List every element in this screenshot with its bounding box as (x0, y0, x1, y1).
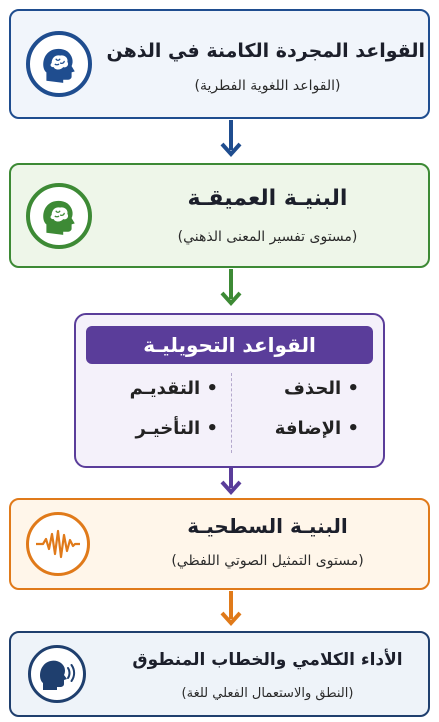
rule-item-preposing: • التقديـم (129, 378, 218, 399)
brain-head-icon (43, 48, 75, 83)
arrow-down-4 (218, 591, 244, 631)
rule-item-postposing: • التأخيـر (135, 418, 218, 439)
deep-structure-icon-circle (26, 183, 92, 249)
abstract-rules-subtitle: (القواعد اللغوية الفطرية) (194, 78, 341, 94)
deep-structure-title: البنيـة العميقـة (187, 186, 348, 211)
sound-wave-icon (36, 529, 80, 559)
transformational-rules-divider (231, 373, 232, 453)
rule-item-addition: • الإضافة (274, 418, 359, 439)
surface-structure-subtitle: (مستوى التمثيل الصوتي اللفظي) (171, 553, 364, 569)
brain-head-icon (43, 200, 75, 235)
speech-performance-title: الأداء الكلامي والخطاب المنطوق (132, 650, 403, 670)
deep-structure-subtitle: (مستوى تفسير المعنى الذهني) (177, 229, 358, 245)
rule-item-deletion: • الحذف (284, 378, 359, 399)
abstract-rules-title: القواعد المجردة الكامنة في الذهن (106, 40, 425, 62)
speech-performance-icon-circle (28, 645, 86, 703)
abstract-rules-icon-circle (26, 31, 92, 97)
arrow-down-1 (218, 120, 244, 162)
arrow-down-3 (218, 468, 244, 498)
surface-structure-icon-circle (26, 512, 90, 576)
speech-performance-subtitle: (النطق والاستعمال الفعلي للغة) (181, 686, 354, 701)
arrow-down-2 (218, 269, 244, 311)
transformational-rules-header: القواعد التحويليـة (86, 326, 373, 364)
surface-structure-title: البنيـة السطحيـة (187, 514, 348, 538)
speaking-head-icon (40, 660, 76, 690)
